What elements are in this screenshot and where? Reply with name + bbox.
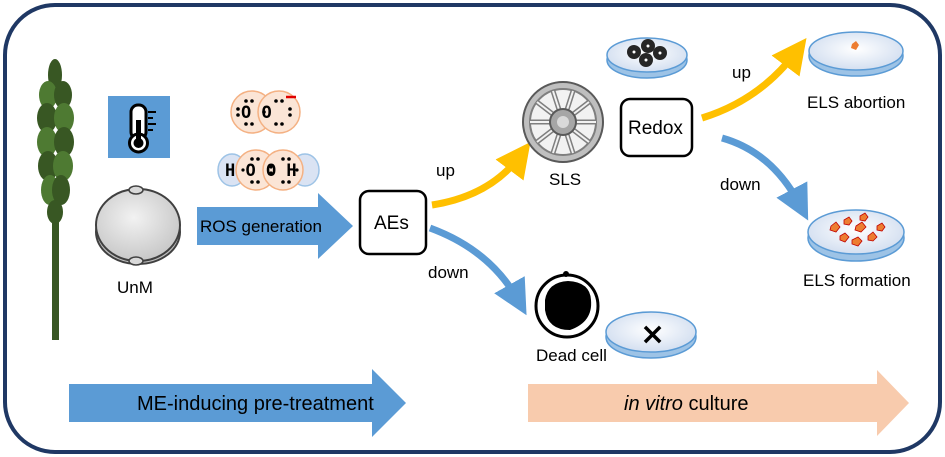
- microspore-icon: [95, 185, 181, 266]
- in-vitro-culture-arrow: [528, 370, 909, 436]
- dead-cell-icon: [534, 271, 600, 339]
- petri-dish-icon: [606, 37, 688, 79]
- up-label-left: up: [436, 161, 455, 180]
- me-pretreatment-label: ME-inducing pre-treatment: [137, 393, 374, 415]
- superoxide-molecule: O O: [230, 90, 301, 134]
- redox-label: Redox: [628, 118, 683, 139]
- els-abortion-label: ELS abortion: [807, 93, 905, 112]
- up-label-right: up: [732, 63, 751, 82]
- ros-generation-label: ROS generation: [200, 217, 322, 236]
- aes-label: AEs: [374, 213, 409, 234]
- empty-petri-dish-icon: [605, 311, 697, 359]
- up-arrow-to-els-abortion: [700, 38, 807, 122]
- superoxide-text: O O: [241, 103, 272, 123]
- ros-generation-arrow: [197, 193, 353, 259]
- hydrogen-peroxide-molecule: H O O H: [217, 149, 320, 191]
- peroxide-text: H O O H: [225, 161, 297, 181]
- thermometer-icon: [108, 96, 170, 158]
- star-like-structure-icon: [522, 81, 604, 163]
- down-arrow-to-dead-cell: [428, 224, 527, 316]
- aes-box: [358, 189, 428, 256]
- els-formation-dish-icon: [807, 209, 905, 262]
- sls-label: SLS: [549, 170, 581, 189]
- unm-label: UnM: [117, 278, 153, 297]
- down-arrow-to-els-formation: [721, 134, 809, 221]
- cross-mark: ×: [640, 317, 665, 352]
- me-pretreatment-arrow: [69, 369, 406, 437]
- redox-box: [619, 97, 694, 158]
- up-arrow-to-sls: [431, 142, 531, 209]
- in-vitro-italic: in vitro: [624, 393, 683, 415]
- els-formation-label: ELS formation: [803, 271, 911, 290]
- els-abortion-dish-icon: [808, 31, 904, 77]
- down-label-left: down: [428, 263, 469, 282]
- down-label-right: down: [720, 175, 761, 194]
- dead-cell-label: Dead cell: [536, 346, 607, 365]
- in-vitro-culture-label: in vitro culture: [624, 393, 749, 415]
- wheat-spike-icon: [37, 59, 74, 340]
- culture-text: culture: [683, 393, 749, 415]
